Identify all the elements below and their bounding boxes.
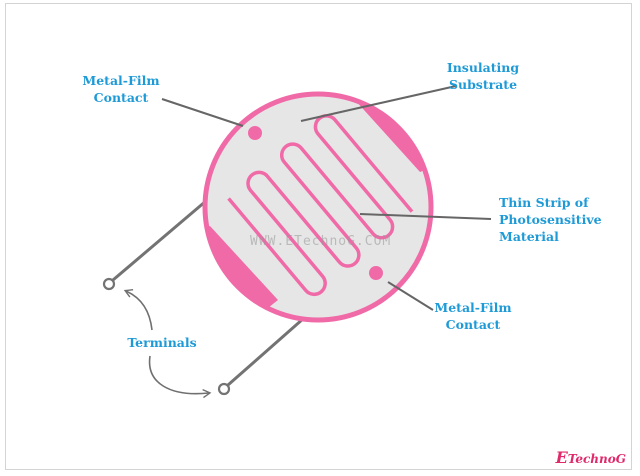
pointer-insulating-substrate xyxy=(300,85,457,122)
photosensitive-strip xyxy=(227,114,414,297)
label-metal-film-contact-bottom: Metal-Film Contact xyxy=(434,300,512,332)
substrate-outline xyxy=(202,91,434,323)
label-insulating-substrate: Insulating Substrate xyxy=(446,60,520,92)
terminal-bottom-ring xyxy=(217,382,231,396)
terminal-lead-bottom xyxy=(226,309,314,387)
metal-film-contact-dot-top xyxy=(248,126,262,140)
pointer-thin-strip xyxy=(359,213,492,220)
diagram-frame xyxy=(5,3,632,470)
etechnog-logo: ETechnoG xyxy=(555,448,626,467)
label-metal-film-contact-top: Metal-Film Contact xyxy=(82,73,160,105)
terminals-arrow-lower xyxy=(148,355,212,399)
terminal-lead-top xyxy=(111,199,208,282)
metal-film-contact-dot-bottom xyxy=(369,266,383,280)
terminals-arrow-upper xyxy=(123,289,153,331)
pointer-metal-film-bottom xyxy=(387,281,434,311)
label-thin-strip-photosensitive: Thin Strip of Photosensitive Material xyxy=(499,195,602,244)
label-terminals: Terminals xyxy=(127,335,197,350)
pointer-metal-film-top xyxy=(161,98,244,127)
watermark-text: WWW.ETechnoG.COM xyxy=(250,234,392,249)
terminal-top-ring xyxy=(102,277,116,291)
insulating-substrate-disc xyxy=(205,94,431,320)
